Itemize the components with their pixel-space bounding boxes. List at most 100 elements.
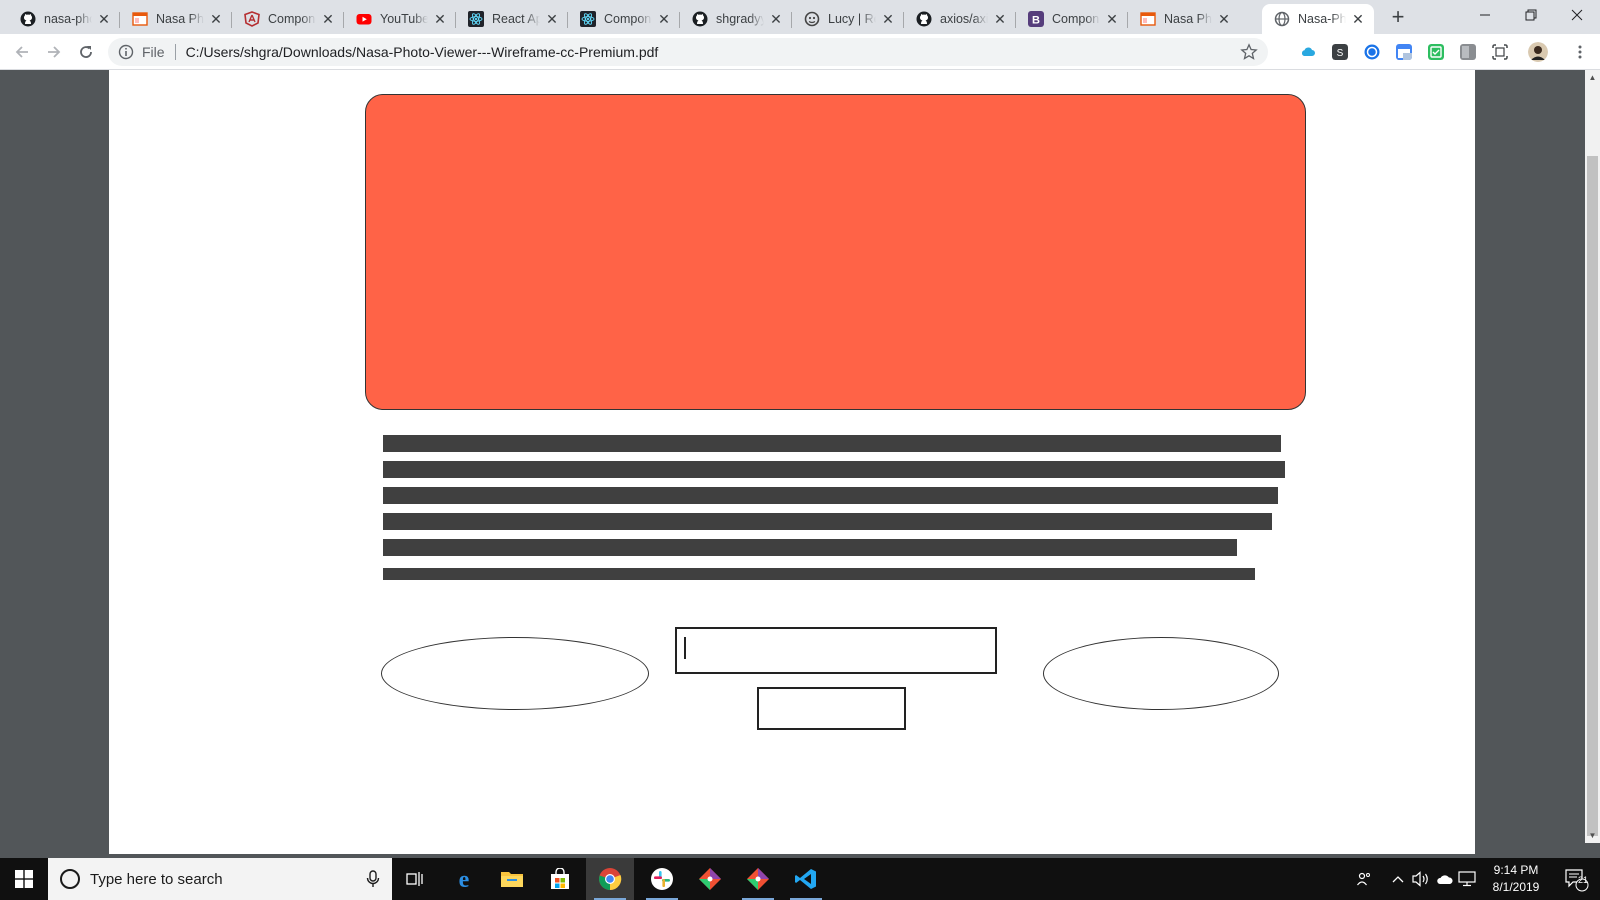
close-icon[interactable]: ✕ (1218, 11, 1230, 27)
git-taskbar-button-1[interactable] (686, 858, 734, 900)
tab-title: Lucy | Re (828, 12, 876, 26)
people-tray-icon[interactable] (1352, 858, 1376, 900)
pdf-document-icon (132, 11, 148, 27)
tab-separator (903, 12, 904, 28)
svg-text:e: e (459, 867, 470, 891)
wireframe-text-line (383, 539, 1237, 556)
tab-separator (679, 12, 680, 28)
menu-kebab-icon[interactable] (1572, 44, 1588, 60)
bootstrap-icon: B (1028, 11, 1044, 27)
tab-nasa-pdf-2[interactable]: Nasa Pho ✕ (1128, 4, 1240, 34)
scrollbar-thumb[interactable] (1587, 156, 1598, 836)
profile-avatar-icon[interactable] (1528, 42, 1548, 62)
scroll-up-arrow-icon[interactable]: ▲ (1588, 73, 1597, 82)
onedrive-icon[interactable] (1434, 858, 1456, 900)
close-window-button[interactable] (1554, 0, 1600, 30)
tab-github-axios[interactable]: axios/axic ✕ (904, 4, 1016, 34)
wireframe-text-line (383, 513, 1272, 530)
action-center-button[interactable]: 21 (1556, 858, 1596, 900)
close-icon[interactable]: ✕ (546, 11, 558, 27)
text-caret (684, 637, 686, 659)
close-icon[interactable]: ✕ (882, 11, 894, 27)
vscode-taskbar-button[interactable] (782, 858, 830, 900)
start-button[interactable] (0, 858, 48, 900)
file-explorer-taskbar-button[interactable] (488, 858, 536, 900)
taskbar-search-box[interactable]: Type here to search (48, 858, 392, 900)
address-bar[interactable]: File C:/Users/shgra/Downloads/Nasa-Photo… (108, 38, 1268, 66)
compass-extension-icon[interactable] (1364, 44, 1380, 60)
new-tab-button[interactable]: + (1391, 4, 1405, 29)
close-icon (1571, 9, 1583, 21)
tasks-extension-icon[interactable] (1428, 44, 1444, 60)
minimize-icon (1480, 14, 1490, 16)
minimize-button[interactable] (1462, 0, 1508, 30)
tab-title: axios/axic (940, 12, 988, 26)
scroll-down-arrow-icon[interactable]: ▼ (1588, 831, 1597, 840)
info-icon[interactable] (118, 44, 134, 60)
evernote-extension-icon[interactable]: S (1332, 44, 1348, 60)
forward-button[interactable] (40, 38, 68, 66)
cloud-extension-icon[interactable] (1300, 44, 1316, 60)
system-clock[interactable]: 9:14 PM 8/1/2019 (1478, 862, 1554, 896)
wireframe-text-line (383, 487, 1278, 504)
clock-date: 8/1/2019 (1492, 880, 1540, 894)
tab-youtube[interactable]: YouTube ✕ (344, 4, 456, 34)
network-icon[interactable] (1456, 858, 1478, 900)
tab-nasa-active[interactable]: Nasa-Pho ✕ (1262, 4, 1374, 34)
tab-react-app[interactable]: React Ap ✕ (456, 4, 568, 34)
store-taskbar-button[interactable] (536, 858, 584, 900)
screenshot-extension-icon[interactable] (1492, 44, 1508, 60)
pdf-viewer[interactable] (0, 70, 1600, 854)
tab-react-component[interactable]: Compone ✕ (568, 4, 680, 34)
edge-taskbar-button[interactable]: e (440, 858, 488, 900)
wireframe-hero-image-placeholder (365, 94, 1306, 410)
wireframe-text-line (383, 435, 1281, 452)
search-placeholder: Type here to search (90, 870, 223, 888)
back-arrow-icon (15, 46, 28, 58)
chrome-taskbar-button[interactable] (586, 858, 634, 900)
url-text[interactable]: C:/Users/shgra/Downloads/Nasa-Photo-View… (185, 44, 659, 60)
git-taskbar-button-2[interactable] (734, 858, 782, 900)
close-icon[interactable]: ✕ (1352, 11, 1364, 27)
task-view-button[interactable] (392, 858, 440, 900)
scheme-label: File (142, 44, 165, 60)
tab-title: nasa-pho (44, 12, 92, 26)
notification-count: 21 (1578, 875, 1589, 885)
microphone-icon[interactable] (366, 870, 380, 888)
generic-extension-icon[interactable] (1460, 44, 1476, 60)
tab-angular-component[interactable]: Compone ✕ (232, 4, 344, 34)
restore-button[interactable] (1508, 0, 1554, 30)
tab-nasa-pdf-1[interactable]: Nasa Pho ✕ (120, 4, 232, 34)
close-icon[interactable]: ✕ (322, 11, 334, 27)
tab-separator (231, 12, 232, 28)
close-icon[interactable]: ✕ (994, 11, 1006, 27)
react-icon (468, 11, 484, 27)
back-button[interactable] (8, 38, 36, 66)
close-icon[interactable]: ✕ (658, 11, 670, 27)
close-icon[interactable]: ✕ (1106, 11, 1118, 27)
chevron-up-icon[interactable] (1388, 858, 1408, 900)
close-icon[interactable]: ✕ (434, 11, 446, 27)
edge-icon: e (459, 867, 470, 891)
lucy-icon (804, 11, 820, 27)
tab-bootstrap-component[interactable]: B Compone ✕ (1016, 4, 1128, 34)
slack-taskbar-button[interactable] (638, 858, 686, 900)
windows-taskbar: Type here to search e 9:14 PM (0, 858, 1600, 900)
volume-icon[interactable] (1410, 858, 1432, 900)
github-icon (692, 11, 708, 27)
tab-separator (455, 12, 456, 28)
tab-github-shgradyy[interactable]: shgradyy ✕ (680, 4, 792, 34)
tab-lucy[interactable]: Lucy | Re ✕ (792, 4, 904, 34)
tab-title: YouTube (380, 12, 428, 26)
close-icon[interactable]: ✕ (770, 11, 782, 27)
vertical-scrollbar[interactable]: ▲ ▼ (1585, 70, 1600, 843)
tab-github-nasa[interactable]: nasa-pho ✕ (8, 4, 120, 34)
wireframe-submit-box (757, 687, 906, 730)
reload-button[interactable] (72, 38, 100, 66)
close-icon[interactable]: ✕ (98, 11, 110, 27)
close-icon[interactable]: ✕ (210, 11, 222, 27)
calendar-extension-icon[interactable] (1396, 44, 1412, 60)
git-icon (747, 868, 769, 890)
wireframe-text-input (675, 627, 997, 674)
bookmark-star-icon[interactable] (1240, 43, 1258, 61)
